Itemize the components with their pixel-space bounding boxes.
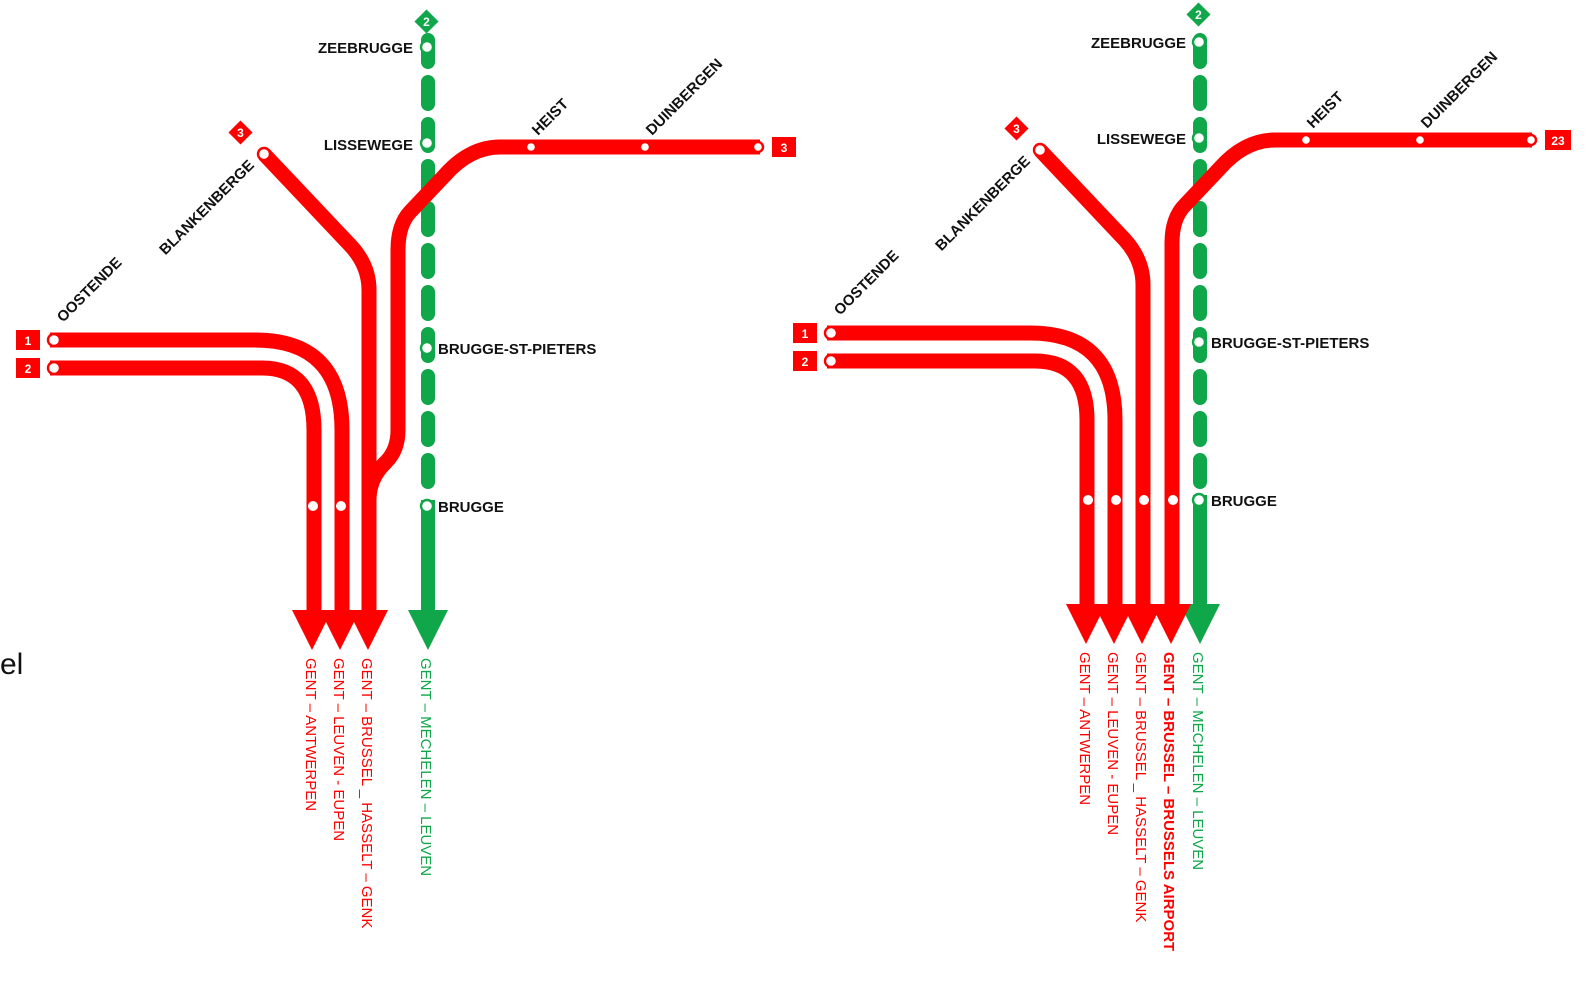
badge-red-2: 2	[16, 358, 40, 378]
svg-text:3: 3	[237, 126, 244, 140]
dest-gent-mechelen-leuven: GENT – MECHELEN – LEUVEN	[417, 658, 434, 876]
station-dot-blankenberge	[256, 146, 272, 162]
red-arrow-4-right	[1151, 604, 1191, 644]
station-dot-heist-right	[1299, 133, 1313, 147]
label-brugge-right: BRUGGE	[1211, 493, 1277, 510]
red-line-knokke	[361, 139, 760, 501]
dest-gent-antwerpen: GENT – ANTWERPEN	[302, 658, 319, 811]
dest-gent-leuven-eupen-right: GENT – LEUVEN - EUPEN	[1104, 652, 1121, 835]
svg-text:2: 2	[802, 355, 809, 369]
svg-text:2: 2	[25, 362, 32, 376]
right-network-diagram: 2 3 23 1 2 ZEEBRUGGE LISSEWEGE BRUGGE-ST…	[793, 2, 1571, 951]
left-network-diagram: 2 3 3 1 2 ZEEBRUGGE LISSEWEGE BRUGGE-ST-…	[16, 9, 796, 928]
label-lissewege: LISSEWEGE	[324, 137, 413, 154]
label-brugge-st-pieters-right: BRUGGE-ST-PIETERS	[1211, 335, 1369, 352]
station-dot-lissewege-right	[1191, 130, 1207, 146]
dest-gent-brussel-airport-right: GENT – BRUSSEL – BRUSSELS AIRPORT	[1160, 652, 1177, 951]
station-dot-brugge-st-pieters	[419, 340, 435, 356]
badge-red-3-blankenberge-right: 3	[1004, 116, 1029, 141]
dest-gent-brussel-hasselt-genk: GENT – BRUSSEL _ HASSELT – GENK	[358, 658, 375, 928]
station-dot-brugge-red-3-right	[1139, 495, 1149, 505]
label-lissewege-right: LISSEWEGE	[1097, 131, 1186, 148]
red-arrow-1-right	[1066, 604, 1106, 644]
label-brugge: BRUGGE	[438, 499, 504, 516]
svg-text:1: 1	[25, 334, 32, 348]
dest-gent-mechelen-leuven-right: GENT – MECHELEN – LEUVEN	[1189, 652, 1206, 870]
station-dot-brugge-red-2-right	[1111, 495, 1121, 505]
clipped-label: el	[0, 648, 24, 681]
svg-text:23: 23	[1551, 134, 1565, 148]
label-blankenberge-right: BLANKENBERGE	[932, 153, 1034, 255]
svg-text:3: 3	[1013, 122, 1020, 136]
station-dot-brugge-red-2	[336, 501, 346, 511]
red-lines	[50, 139, 760, 612]
badge-red-2-right: 2	[793, 351, 817, 371]
label-zeebrugge-right: ZEEBRUGGE	[1091, 35, 1186, 52]
dest-gent-leuven-eupen: GENT – LEUVEN - EUPEN	[330, 658, 347, 841]
svg-text:2: 2	[1195, 8, 1202, 22]
red-line-oostende-1-right	[827, 325, 1123, 606]
label-duinbergen-right: DUINBERGEN	[1418, 49, 1501, 132]
station-dot-brugge-right	[1191, 492, 1207, 508]
green-line-2	[408, 33, 448, 650]
station-dot-oostende-1	[46, 332, 62, 348]
svg-text:2: 2	[423, 15, 430, 29]
station-dot-brugge-red-4-right	[1168, 495, 1178, 505]
station-dot-brugge-st-pieters-right	[1191, 334, 1207, 350]
station-dot-lissewege	[419, 135, 435, 151]
red-lines-right	[827, 132, 1532, 606]
label-heist-right: HEIST	[1304, 89, 1347, 132]
green-arrow-right	[1180, 604, 1220, 644]
badge-red-3-knokke: 3	[772, 137, 796, 157]
station-dot-knokke-right	[1524, 133, 1538, 147]
red-line-oostende-2-right	[827, 353, 1095, 606]
label-blankenberge: BLANKENBERGE	[156, 157, 258, 259]
dest-gent-brussel-hasselt-genk-right: GENT – BRUSSEL _ HASSELT – GENK	[1132, 652, 1149, 922]
station-dot-brugge-red-1-right	[1083, 495, 1093, 505]
badge-green-2-right: 2	[1186, 2, 1211, 27]
green-line-2-right	[1180, 33, 1220, 644]
badge-red-23-knokke-right: 23	[1545, 130, 1571, 150]
red-line-knokke-right	[1164, 132, 1532, 606]
label-oostende: OOSTENDE	[54, 254, 126, 326]
red-line-blankenberge	[258, 148, 377, 612]
label-oostende-right: OOSTENDE	[831, 247, 903, 319]
badge-red-1: 1	[16, 330, 40, 350]
green-arrow	[408, 610, 448, 650]
station-dot-oostende-2	[46, 360, 62, 376]
label-brugge-st-pieters: BRUGGE-ST-PIETERS	[438, 341, 596, 358]
label-zeebrugge: ZEEBRUGGE	[318, 40, 413, 57]
red-arrow-3-right	[1122, 604, 1162, 644]
station-dot-zeebrugge	[419, 39, 435, 55]
dest-gent-antwerpen-right: GENT – ANTWERPEN	[1076, 652, 1093, 805]
red-arrow-3	[348, 610, 388, 650]
red-line-oostende-2	[50, 360, 322, 612]
red-arrow-1	[292, 610, 332, 650]
station-dot-brugge	[419, 498, 435, 514]
station-dot-heist	[524, 140, 538, 154]
station-dot-brugge-red-1	[308, 501, 318, 511]
badge-red-3-blankenberge: 3	[228, 120, 253, 145]
red-line-blankenberge-right	[1034, 144, 1151, 606]
station-dot-oostende-1-right	[823, 325, 839, 341]
red-arrow-2-right	[1094, 604, 1134, 644]
station-dot-oostende-2-right	[823, 353, 839, 369]
badge-red-1-right: 1	[793, 323, 817, 343]
station-dot-blankenberge-right	[1032, 142, 1048, 158]
red-line-oostende-1	[50, 332, 350, 612]
station-dot-duinbergen-right	[1413, 133, 1427, 147]
red-arrow-2	[320, 610, 360, 650]
station-dot-knokke	[751, 140, 765, 154]
svg-text:3: 3	[781, 141, 788, 155]
badge-green-2: 2	[414, 9, 439, 34]
station-dot-zeebrugge-right	[1191, 34, 1207, 50]
station-dot-duinbergen	[638, 140, 652, 154]
label-duinbergen: DUINBERGEN	[643, 56, 726, 139]
svg-text:1: 1	[802, 327, 809, 341]
label-heist: HEIST	[529, 96, 572, 139]
